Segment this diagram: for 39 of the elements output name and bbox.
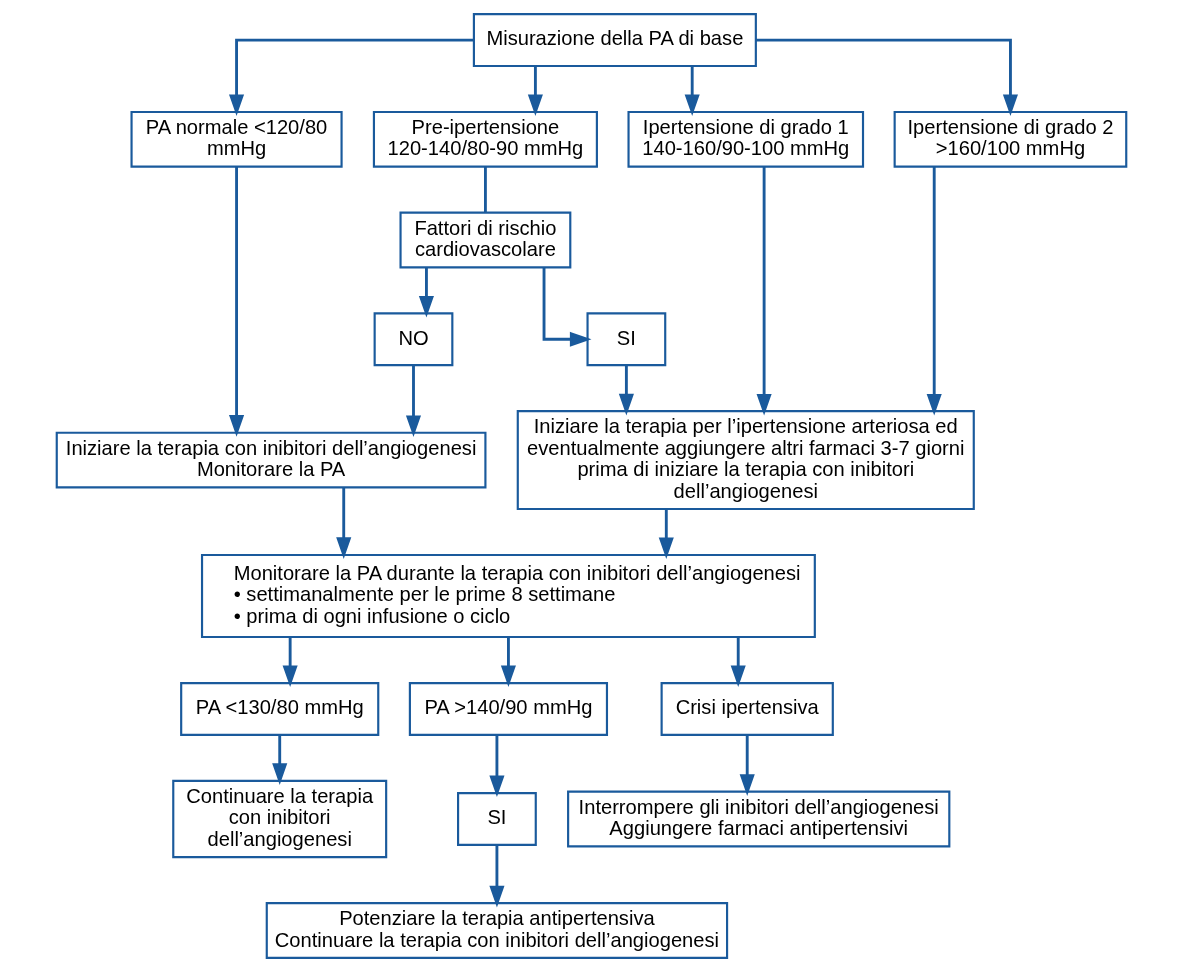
arrow [730,637,746,687]
arrow [926,166,942,416]
node-box: PA normale <120/80 mmHg [130,110,343,168]
arrow [418,267,434,318]
node-box: Crisi ipertensiva [660,682,834,736]
node-box: Fattori di rischio cardiovascolare [399,211,572,269]
node-box: NO [373,312,454,367]
arrow [756,38,1019,117]
node-box: SI [586,312,667,367]
arrow [229,166,245,437]
node-box: Continuare la terapia con inibitori dell’angiogenesi [172,779,388,859]
node-box: Interrompere gli inibitori dell’angiogenesi Aggiungere farmaci antipertensivi [567,790,951,848]
node-box: Iniziare la terapia con inibitori dell’angiogenesi Monitorare la PA [55,431,487,489]
node-box: SI [457,792,537,846]
node-box: Potenziare la terapia antipertensiva Continuare la terapia con inibitori dell’angiogenesi [265,902,729,959]
arrow [489,735,505,798]
node-box: Monitorare la PA durante la terapia con inibitori dell’angiogenesi • settimanalmente per le prime 8 settimane • prima di ogni infusione o ciclo [200,553,816,639]
arrow [756,166,772,416]
arrow [618,365,634,416]
arrow [405,365,422,438]
node-box: Iniziare la terapia per l’ipertensione arteriosa ed eventualmente aggiungere altri farmaci 3-7 giorni prima di iniziare la terapia con inibitori dell’angiogenesi [516,410,975,511]
arrow [282,637,298,687]
connector [483,166,487,213]
node-box: PA <130/80 mmHg [180,682,380,736]
arrow [684,66,700,117]
node-box: Misurazione della PA di base [472,13,757,68]
node-box: Ipertensione di grado 1 140-160/90-100 mmHg [627,110,865,168]
arrow [489,845,505,908]
arrow [739,735,755,796]
arrow [272,735,288,785]
arrow [336,487,352,559]
node-box: PA >140/90 mmHg [408,682,609,736]
arrow [527,66,543,117]
node-box: Ipertensione di grado 2 >160/100 mmHg [893,110,1128,168]
arrow [500,637,516,687]
arrow [542,267,592,347]
node-box: Pre-ipertensione 120-140/80-90 mmHg [372,110,598,168]
arrow [658,509,674,559]
arrow [229,38,474,117]
